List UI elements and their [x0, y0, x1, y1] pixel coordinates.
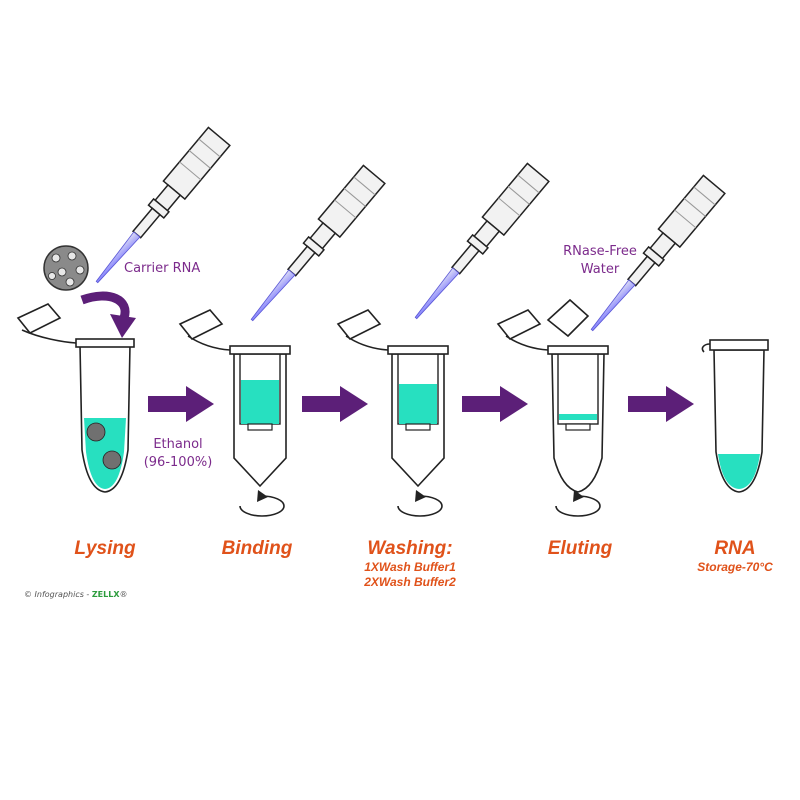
step-title: Binding [221, 538, 293, 559]
step-title: RNA [714, 538, 756, 559]
ethanol-label: Ethanol (96-100%) [138, 436, 218, 472]
pipette-icon [240, 164, 386, 330]
ethanol-label-line: Ethanol [153, 437, 203, 452]
microtube-lysing [16, 303, 135, 493]
virus-sample-icon [43, 245, 89, 291]
water-line: Water [580, 262, 620, 277]
rnase-free-water-label: RNase-Free Water [552, 243, 648, 279]
curved-arrow-icon [80, 291, 130, 320]
step-title: Washing: [367, 538, 453, 559]
microtube-rna [701, 339, 769, 493]
credit-line: © Infographics - ZELLX® [24, 590, 128, 599]
step-label-eluting: Eluting [525, 538, 635, 560]
step-label-binding: Binding [202, 538, 312, 560]
carrier-rna-label: Carrier RNA [124, 261, 201, 276]
process-arrow-icon [302, 386, 368, 422]
step-subtitle: Storage-70°C [697, 560, 773, 574]
pipette-icon [404, 162, 550, 328]
registered-mark: ® [119, 590, 128, 599]
step-subtitle: 1XWash Buffer1 [364, 560, 456, 574]
spin-column-eluting [496, 298, 609, 517]
step-label-lysing: Lysing [50, 538, 160, 560]
step-label-washing: Washing: 1XWash Buffer1 2XWash Buffer2 [345, 538, 475, 590]
process-arrow-icon [462, 386, 528, 422]
spin-column-washing [336, 309, 449, 517]
brand-logo: ZELLX [91, 590, 120, 599]
step-title: Eluting [547, 538, 613, 559]
ethanol-concentration-line: (96-100%) [143, 455, 213, 470]
spin-column-binding [178, 309, 291, 517]
step-title: Lysing [74, 538, 136, 559]
step-subtitle: 2XWash Buffer2 [364, 575, 456, 589]
credit-prefix: © Infographics - [24, 590, 92, 599]
rnase-free-line: RNase-Free [563, 244, 637, 259]
step-label-rna: RNA Storage-70°C [670, 538, 800, 575]
process-arrow-icon [628, 386, 694, 422]
process-arrow-icon [148, 386, 214, 422]
